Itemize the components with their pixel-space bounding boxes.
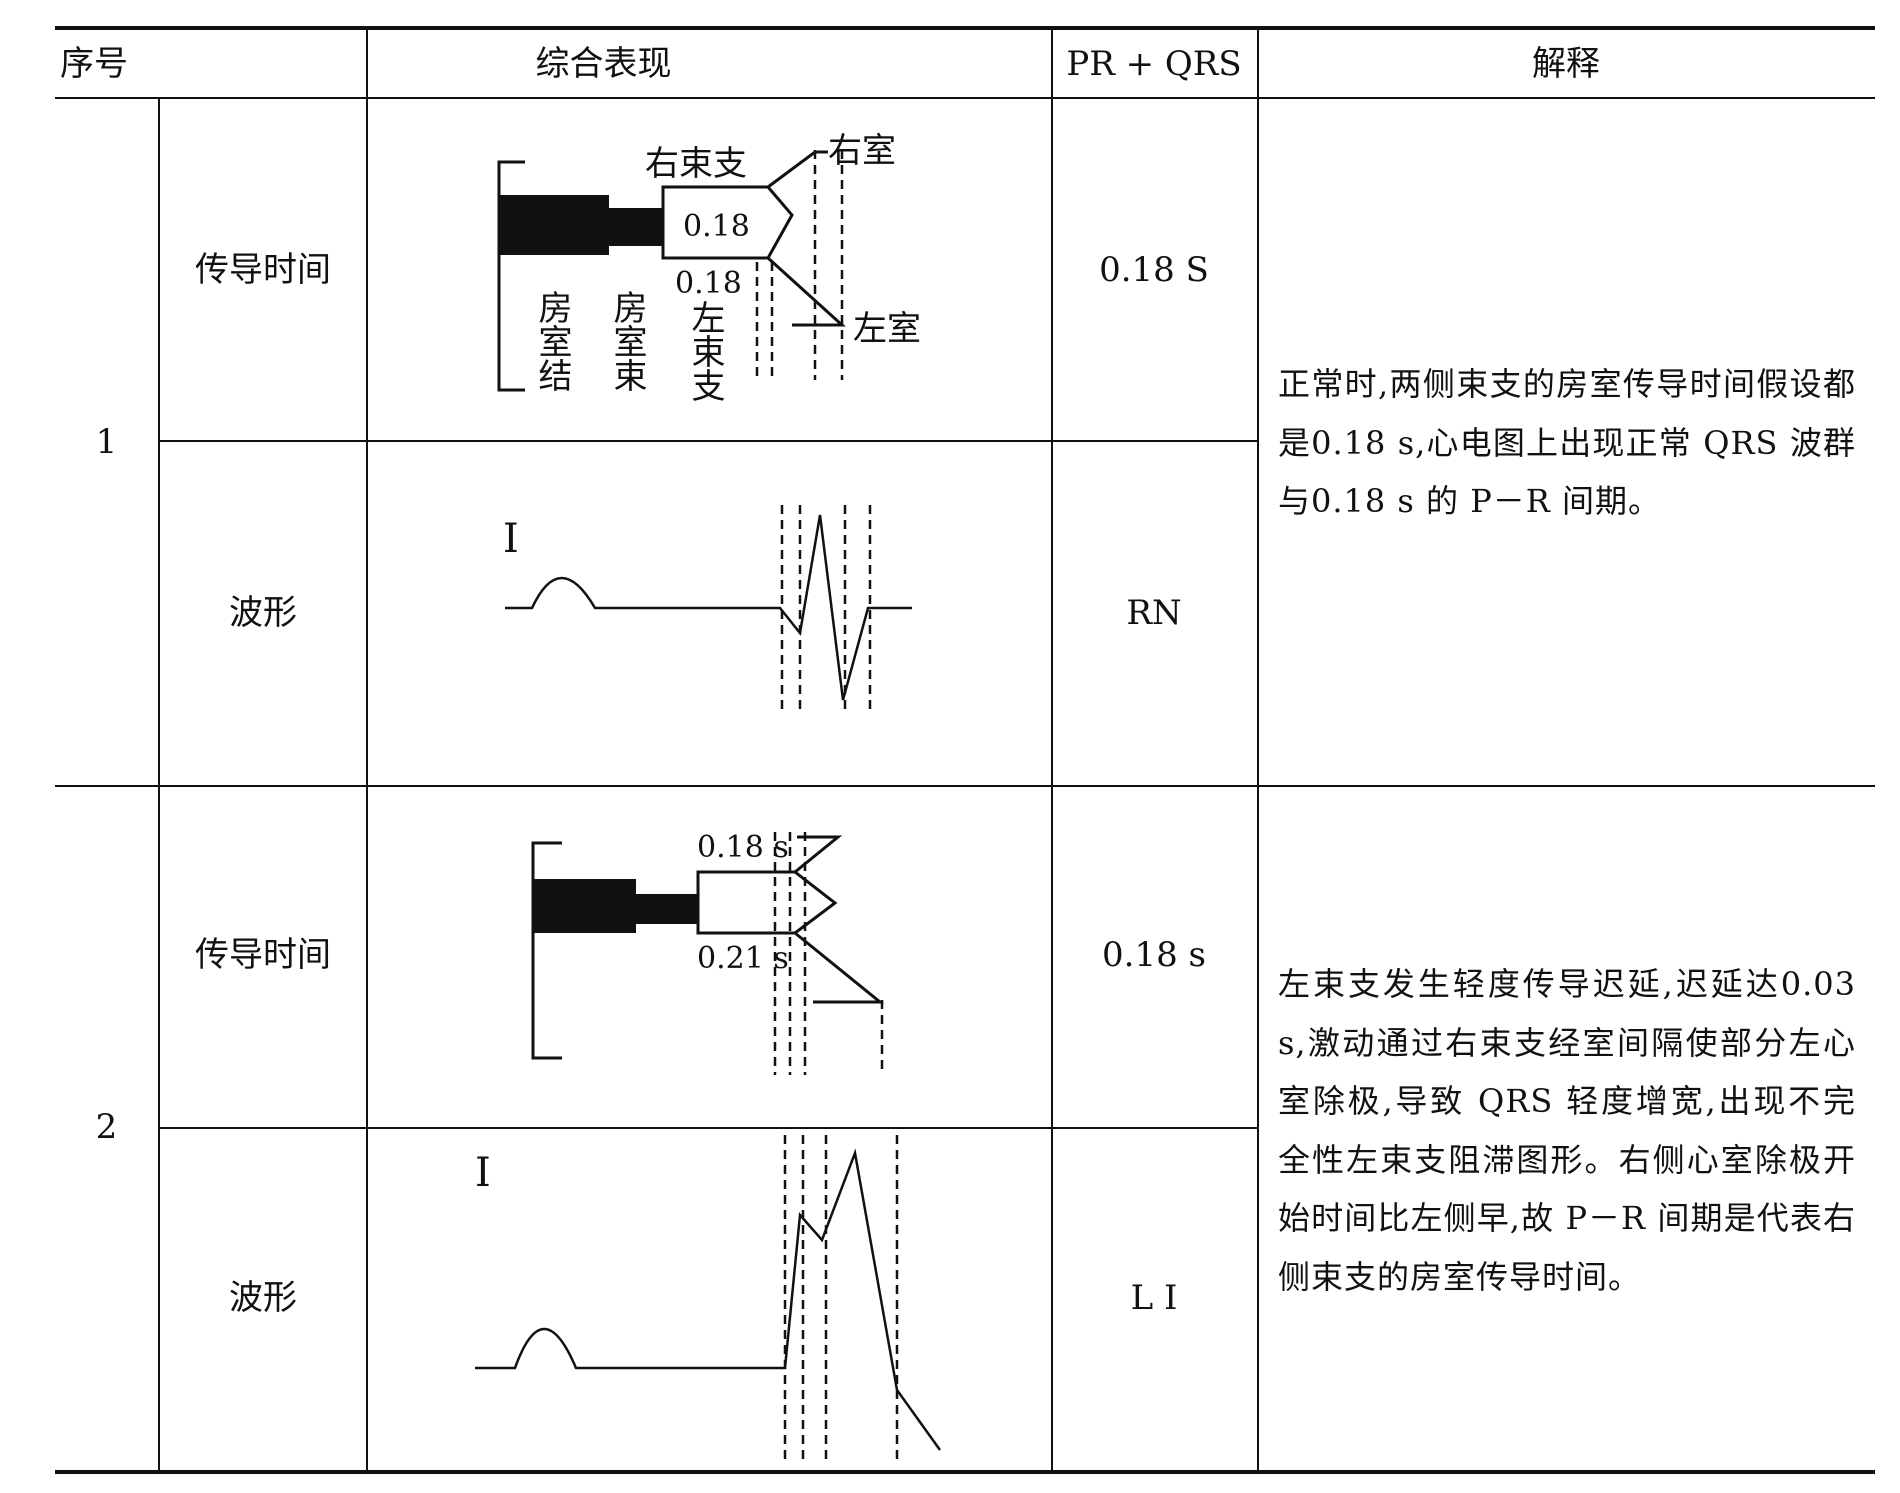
row1-index: 1 (95, 422, 118, 462)
col-divider-explanation (1257, 28, 1259, 1472)
upper-value-label: 0.18 s (697, 830, 789, 865)
row2-explanation: 左束支发生轻度传导迟延,迟延达0.03 s,激动通过右束支经室间隔使部分左心室除… (1278, 965, 1856, 1296)
header-pr-qrs: PR + QRS (1066, 44, 1242, 84)
left-branch-label: 左束支 (685, 300, 725, 402)
header-explanation: 解释 (1532, 44, 1600, 84)
row2-index: 2 (95, 1107, 118, 1147)
row-divider (55, 785, 1875, 787)
row1-pr-qrs-conduction: 0.18 S (1099, 250, 1209, 290)
table-top-rule (55, 26, 1875, 30)
row2-pr-qrs-conduction: 0.18 s (1102, 935, 1206, 975)
lead-label: I (475, 1150, 491, 1196)
av-bundle-label: 房室束 (607, 290, 647, 392)
row1-label-conduction: 传导时间 (195, 250, 331, 290)
row1-pr-qrs-waveform: RN (1126, 593, 1182, 633)
row2-label-conduction: 传导时间 (195, 935, 331, 975)
row1-explanation: 正常时,两侧束支的房室传导时间假设都是0.18 s,心电图上出现正常 QRS 波… (1278, 365, 1856, 520)
row2-pr-qrs-waveform: L I (1130, 1278, 1178, 1318)
header-presentation: 综合表现 (535, 44, 672, 84)
lead-label: I (503, 516, 519, 562)
left-branch-value-label: 0.18 (675, 266, 742, 301)
lower-value-label: 0.21 s (697, 941, 789, 976)
row2-label-waveform: 波形 (229, 1278, 297, 1318)
right-branch-label: 右束支 (645, 144, 747, 184)
header-index: 序号 (60, 44, 128, 84)
left-ventricle-label: 左室 (853, 309, 921, 349)
col-divider-prqrs (1051, 28, 1053, 1472)
row2-sub-divider (160, 1127, 1257, 1129)
row1-sub-divider (160, 440, 1257, 442)
col-divider-index (158, 97, 160, 1472)
av-node-label: 房室结 (532, 290, 572, 392)
right-ventricle-label: 右室 (828, 131, 896, 171)
row1-label-waveform: 波形 (229, 593, 297, 633)
header-bottom-rule (55, 97, 1875, 99)
table-bottom-rule (55, 1470, 1875, 1474)
col-divider-label (366, 28, 368, 1472)
box-value-label: 0.18 (683, 209, 750, 244)
